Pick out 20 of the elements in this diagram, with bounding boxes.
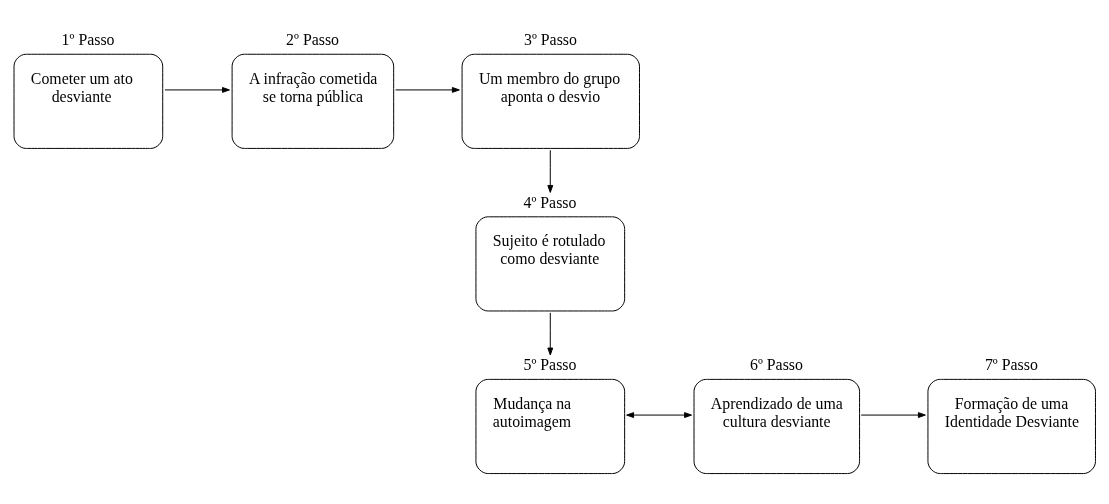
arrow — [164, 86, 230, 93]
node-box: Sujeito é rotulado como desviante — [475, 215, 626, 311]
node-box: Um membro do grupo aponta o desvio — [461, 53, 640, 149]
arrow — [860, 411, 926, 418]
arrow — [547, 311, 554, 355]
node-label: 7º Passo — [984, 355, 1038, 373]
node-box: Aprendizado de uma cultura desviante — [693, 378, 861, 474]
node-label: 4º Passo — [523, 193, 577, 211]
node-box: Mudança na autoimagem — [475, 378, 626, 474]
arrow — [547, 149, 554, 193]
arrow — [626, 411, 693, 418]
node-label: 3º Passo — [524, 30, 577, 48]
node-label: 1º Passo — [61, 30, 115, 48]
node-label: 6º Passo — [750, 355, 803, 373]
node-box: Cometer um ato desviante — [13, 53, 164, 149]
node-box: Formação de uma Identidade Desviante — [927, 378, 1096, 474]
node-label: 5º Passo — [523, 355, 577, 373]
node-label: 2º Passo — [286, 30, 340, 48]
node-box: A infração cometida se torna pública — [231, 53, 395, 149]
arrow — [395, 86, 460, 93]
